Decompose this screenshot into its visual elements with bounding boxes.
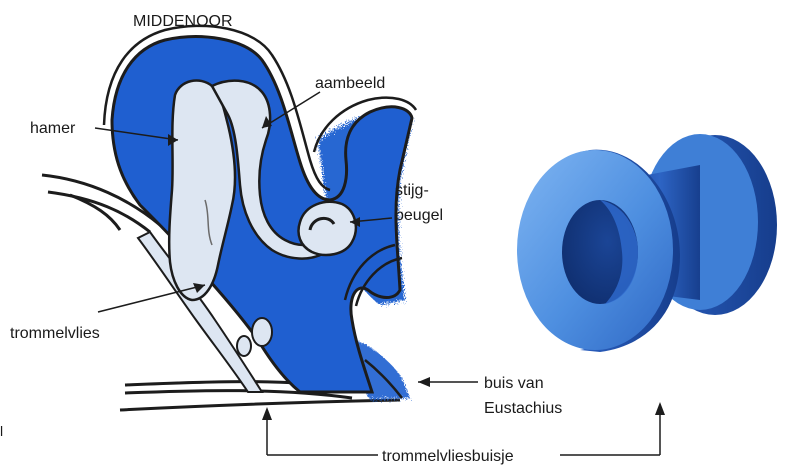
label-buis-1: buis van bbox=[484, 375, 544, 392]
label-stijgbeugel-1: stijg- bbox=[395, 182, 429, 199]
label-hamer: hamer bbox=[30, 120, 76, 137]
trommelvliesbuisje-illustration bbox=[517, 134, 777, 352]
label-stijgbeugel-2: beugel bbox=[395, 207, 443, 224]
label-trommelvliesbuisje: trommelvliesbuisje bbox=[382, 448, 514, 465]
small-bone-2 bbox=[237, 336, 251, 356]
label-trommelvlies: trommelvlies bbox=[10, 325, 100, 342]
title-middenoor: MIDDENOOR bbox=[133, 13, 233, 30]
small-bone-1 bbox=[252, 318, 272, 346]
label-buis-2: Eustachius bbox=[484, 400, 562, 417]
edge-mark: l bbox=[0, 423, 3, 439]
label-aambeeld: aambeeld bbox=[315, 75, 385, 92]
stijgbeugel-bone bbox=[299, 202, 356, 255]
